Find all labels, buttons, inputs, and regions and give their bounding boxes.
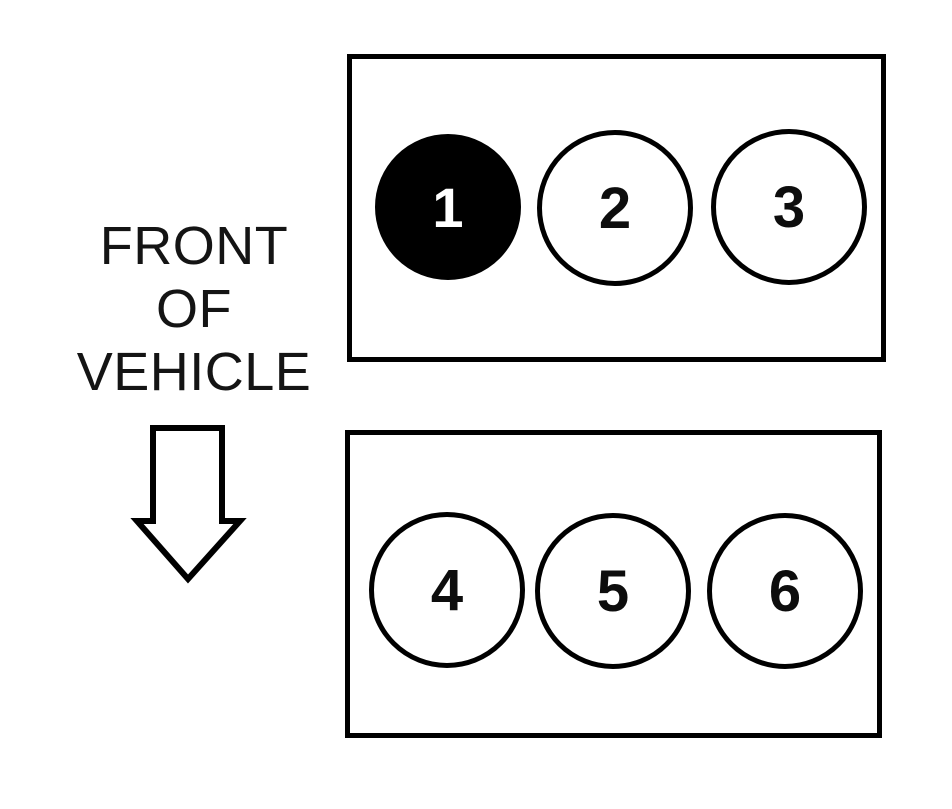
cylinder-3: 3 [711,129,867,285]
cylinder-1: 1 [375,134,521,280]
cylinder-2: 2 [537,130,693,286]
cylinder-2-number: 2 [598,175,632,241]
cylinder-6: 6 [707,513,863,669]
front-label-line-2: OF [156,279,232,339]
front-label-line-1: FRONT [99,216,289,276]
cylinder-1-number: 1 [432,175,464,239]
cylinder-4-number: 4 [430,557,464,623]
cylinder-6-number: 6 [768,558,802,624]
cylinder-5-number: 5 [596,558,630,624]
cylinder-4: 4 [369,512,525,668]
front-label-line-3: VEHICLE [76,342,312,402]
front-of-vehicle-label: FRONT OF VEHICLE [39,215,349,404]
cylinder-5: 5 [535,513,691,669]
cylinder-3-number: 3 [772,174,806,240]
